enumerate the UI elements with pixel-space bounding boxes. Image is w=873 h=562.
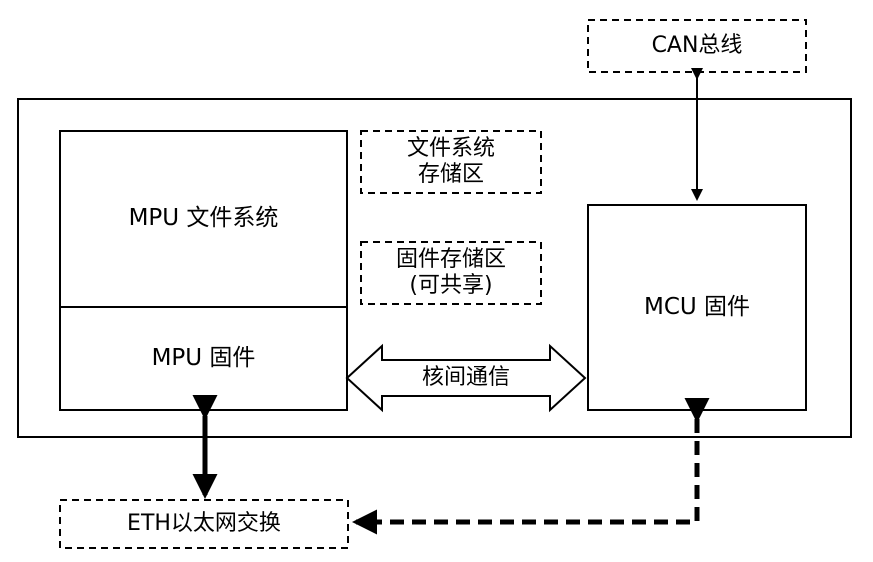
eth-switch-box bbox=[59, 499, 349, 549]
fw-storage-box bbox=[360, 241, 542, 305]
fw-storage-label: 固件存储区 (可共享) bbox=[395, 246, 506, 298]
mpu-firmware-label: MPU 固件 bbox=[151, 344, 256, 371]
eth-switch-label: ETH以太网交换 bbox=[127, 510, 281, 536]
fs-storage-box bbox=[360, 130, 542, 194]
can-bus-label: CAN总线 bbox=[651, 32, 743, 58]
mcu-firmware-label: MCU 固件 bbox=[643, 293, 751, 320]
mcu-eth-dashed-arrow bbox=[351, 398, 710, 535]
fs-storage-label: 文件系统 存储区 bbox=[406, 135, 495, 187]
mcu-firmware-box bbox=[587, 204, 807, 411]
can-bus-box bbox=[587, 19, 807, 73]
mpu-filesystem-label: MPU 文件系统 bbox=[128, 205, 279, 232]
ipc-label: 核间通信 bbox=[421, 364, 510, 390]
